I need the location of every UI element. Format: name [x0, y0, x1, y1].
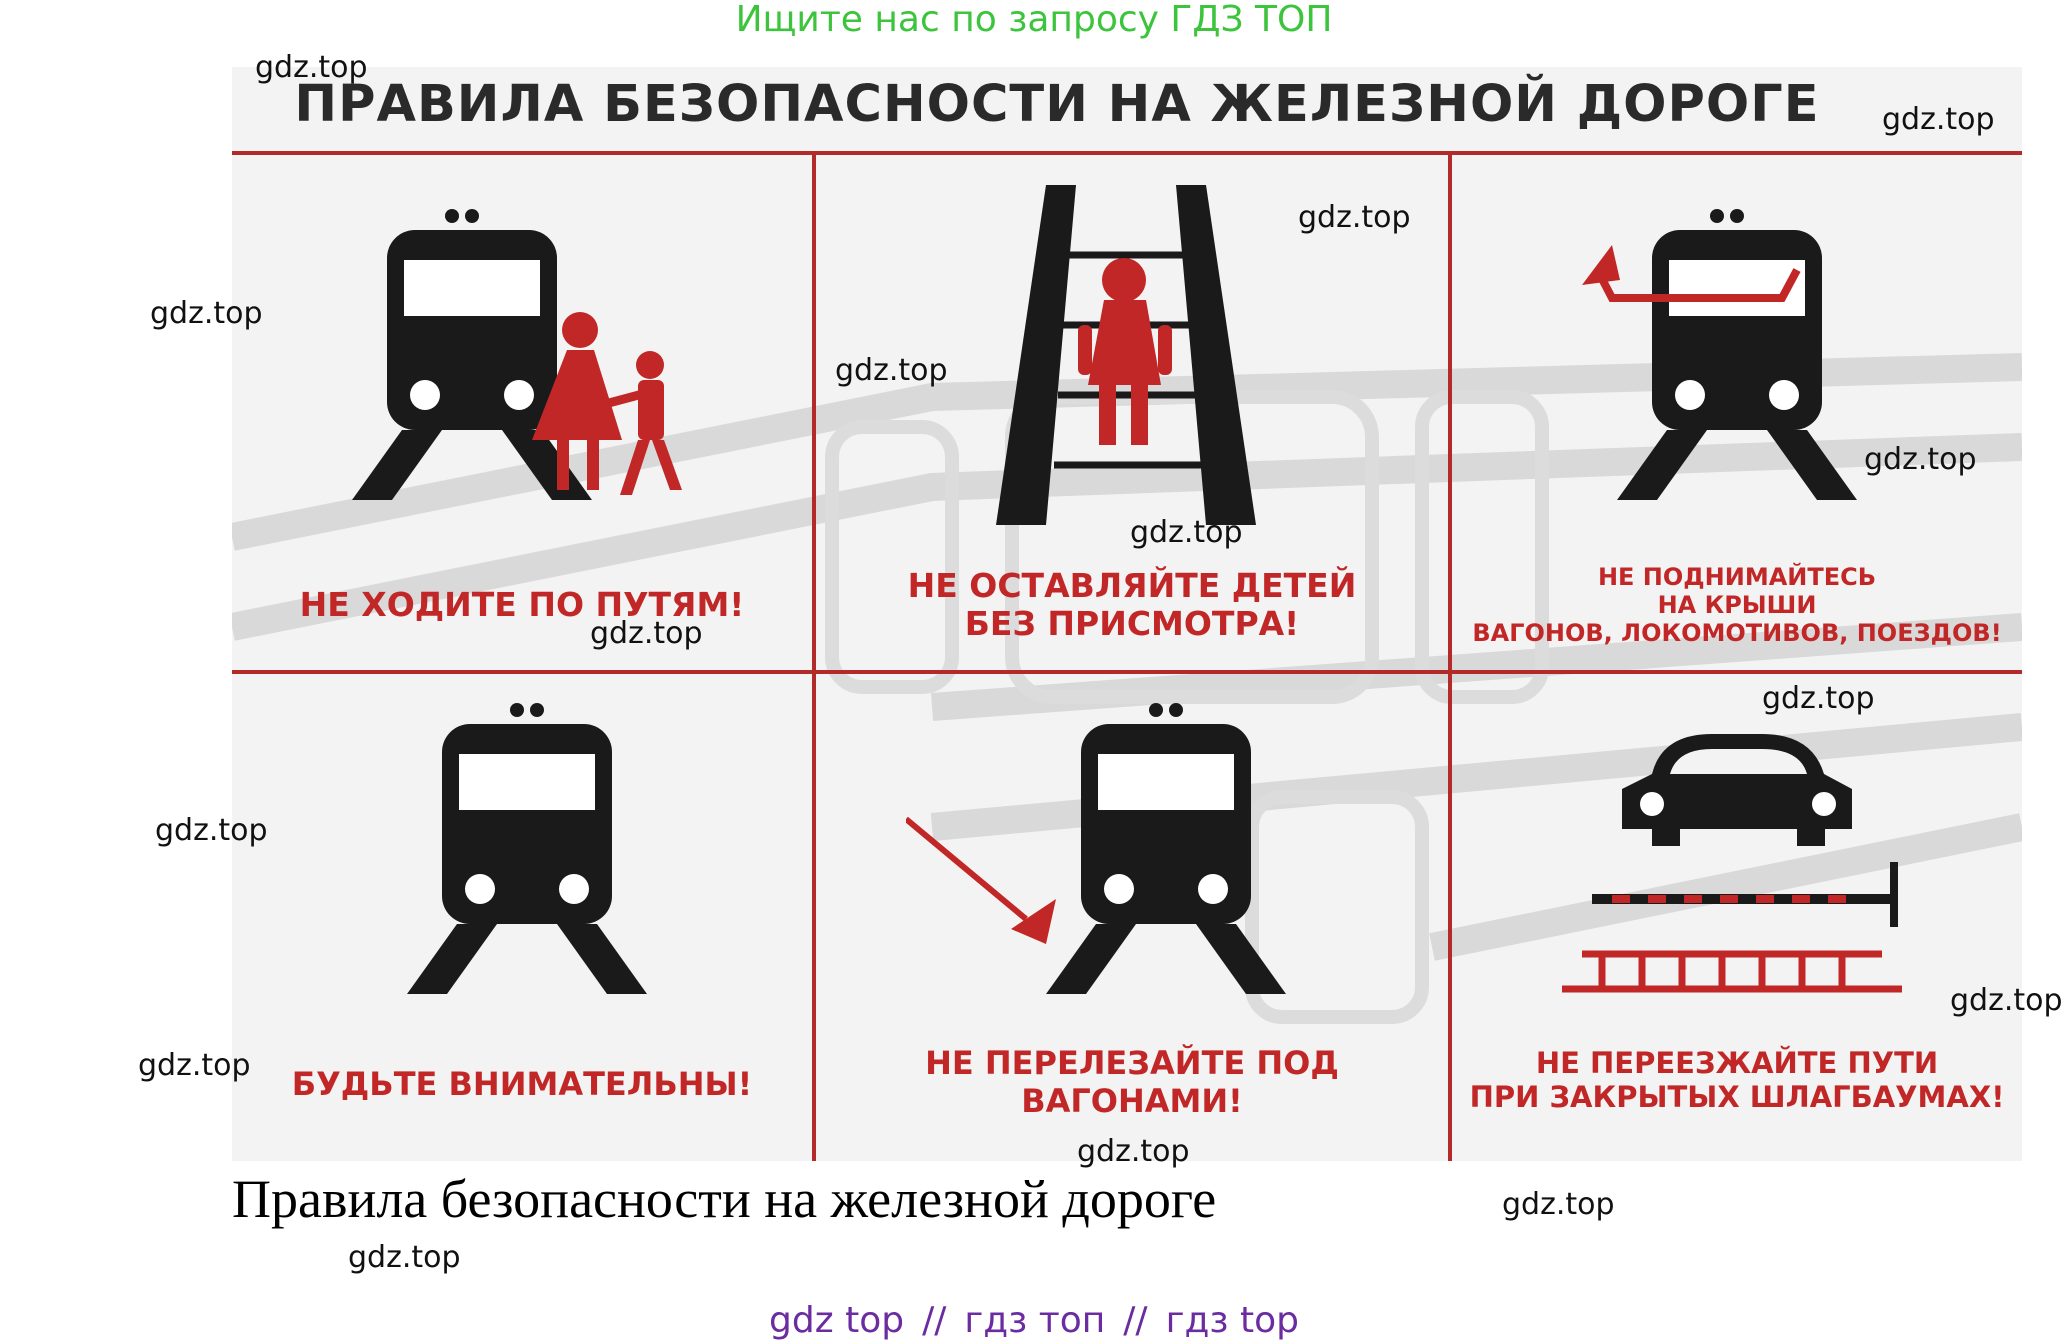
grid-line-middle	[232, 670, 2022, 674]
footer-separator: //	[922, 1300, 947, 1341]
footer-link-gdz-top-ru[interactable]: гдз топ	[964, 1300, 1106, 1341]
watermark: gdz.top	[1864, 442, 1977, 477]
panel-dont-leave-children: НЕ ОСТАВЛЯЙТЕ ДЕТЕЙ БЕЗ ПРИСМОТРА!	[816, 155, 1448, 670]
watermark: gdz.top	[150, 296, 263, 331]
panel-dont-crawl-under-wagons: НЕ ПЕРЕЛЕЗАЙТЕ ПОД ВАГОНАМИ!	[816, 674, 1448, 1161]
grid-line-left	[812, 151, 816, 1161]
footer-separator: //	[1123, 1300, 1148, 1341]
watermark: gdz.top	[1502, 1187, 1615, 1222]
panel-dont-cross-closed-barriers: НЕ ПЕРЕЕЗЖАЙТЕ ПУТИ ПРИ ЗАКРЫТЫХ ШЛАГБАУ…	[1452, 674, 2022, 1161]
panel-caption: НЕ ХОДИТЕ ПО ПУТЯМ!	[299, 585, 745, 624]
panel-caption: НЕ ПЕРЕЛЕЗАЙТЕ ПОД ВАГОНАМИ!	[925, 1044, 1339, 1120]
watermark: gdz.top	[1130, 515, 1243, 550]
child-on-tracks-icon	[996, 185, 1256, 525]
train-crawl-arrow-icon	[906, 703, 1286, 994]
safety-poster: ПРАВИЛА БЕЗОПАСНОСТИ НА ЖЕЛЕЗНОЙ ДОРОГЕ	[232, 67, 2022, 1161]
panel-dont-walk-on-tracks: НЕ ХОДИТЕ ПО ПУТЯМ!	[232, 155, 812, 670]
grid-line-top	[232, 151, 2022, 155]
grid-line-right	[1448, 151, 1452, 1161]
panel-be-attentive: БУДЬТЕ ВНИМАТЕЛЬНЫ!	[232, 674, 812, 1161]
panel-caption: НЕ ПОДНИМАЙТЕСЬ НА КРЫШИ ВАГОНОВ, ЛОКОМО…	[1472, 563, 2002, 647]
train-icon	[407, 703, 647, 994]
watermark: gdz.top	[590, 616, 703, 651]
watermark: gdz.top	[255, 50, 368, 85]
train-roof-arrow-icon	[1582, 209, 1857, 500]
footer-link-gdz-top[interactable]: gdz top	[769, 1300, 905, 1341]
train-with-children-icon	[352, 209, 682, 500]
poster-title: ПРАВИЛА БЕЗОПАСНОСТИ НА ЖЕЛЕЗНОЙ ДОРОГЕ	[294, 75, 1820, 134]
watermark: gdz.top	[1077, 1134, 1190, 1169]
car-and-barrier-icon	[1562, 734, 1902, 993]
panel-caption: НЕ ПЕРЕЕЗЖАЙТЕ ПУТИ ПРИ ЗАКРЫТЫХ ШЛАГБАУ…	[1469, 1046, 2005, 1114]
watermark: gdz.top	[1950, 983, 2063, 1018]
watermark: gdz.top	[1298, 200, 1411, 235]
watermark: gdz.top	[348, 1240, 461, 1275]
watermark: gdz.top	[835, 353, 948, 388]
search-hint-banner: Ищите нас по запросу ГДЗ ТОП	[735, 0, 1333, 40]
panel-caption: НЕ ОСТАВЛЯЙТЕ ДЕТЕЙ БЕЗ ПРИСМОТРА!	[907, 566, 1357, 643]
panel-dont-climb-roofs: НЕ ПОДНИМАЙТЕСЬ НА КРЫШИ ВАГОНОВ, ЛОКОМО…	[1452, 155, 2022, 670]
watermark: gdz.top	[1882, 102, 1995, 137]
image-caption: Правила безопасности на железной дороге	[232, 1169, 1217, 1229]
footer-link-gdz-top-mixed[interactable]: гдз top	[1165, 1300, 1299, 1341]
watermark: gdz.top	[155, 813, 268, 848]
panel-caption: БУДЬТЕ ВНИМАТЕЛЬНЫ!	[291, 1065, 753, 1103]
footer: gdz top // гдз топ // гдз top	[0, 1300, 2068, 1341]
watermark: gdz.top	[1762, 681, 1875, 716]
watermark: gdz.top	[138, 1048, 251, 1083]
